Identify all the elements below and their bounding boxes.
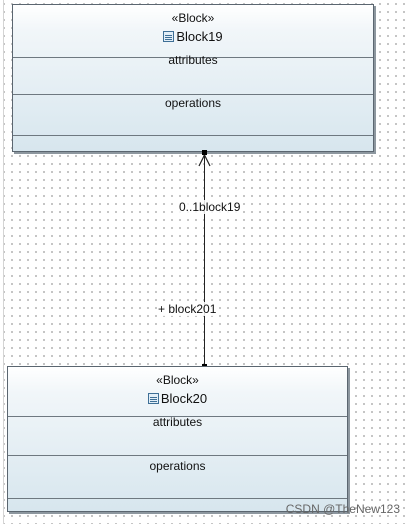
- watermark-text: CSDN @TheNew123: [285, 502, 400, 516]
- block20-attributes-label[interactable]: attributes: [152, 415, 203, 429]
- block19-name: Block19: [176, 29, 223, 44]
- association-end-label-block19[interactable]: 0..1block19: [178, 200, 242, 214]
- block20-name: Block20: [160, 391, 208, 406]
- association-line[interactable]: [204, 153, 205, 367]
- block19-attributes-label[interactable]: attributes: [168, 53, 218, 67]
- block19-node[interactable]: «Block» Block19 attributes operations: [12, 4, 374, 152]
- block20-stereotype: «Block»: [156, 373, 199, 387]
- block20-divider-attributes: [8, 416, 347, 417]
- block19-divider-bottom: [13, 135, 373, 136]
- block19-divider-operations: [13, 94, 373, 95]
- block20-operations-label[interactable]: operations: [149, 459, 206, 473]
- block20-node[interactable]: «Block» Block20 attributes operations: [7, 366, 348, 512]
- association-source-handle[interactable]: [202, 150, 207, 155]
- block-icon: [147, 393, 159, 404]
- block19-title-row: Block19: [13, 29, 373, 44]
- block19-header: «Block» Block19: [13, 5, 373, 57]
- association-end-label-block20[interactable]: + block201: [157, 302, 218, 316]
- block20-header: «Block» Block20: [8, 367, 347, 419]
- block19-operations-label[interactable]: operations: [164, 96, 222, 110]
- block-icon: [163, 31, 175, 42]
- block19-stereotype: «Block»: [171, 11, 215, 25]
- block20-title-row: Block20: [8, 391, 347, 406]
- canvas-left-rule: [3, 0, 4, 524]
- block19-divider-attributes: [13, 57, 373, 58]
- block20-divider-bottom: [8, 498, 347, 499]
- navigability-arrowhead-icon: [198, 154, 211, 167]
- block20-divider-operations: [8, 455, 347, 456]
